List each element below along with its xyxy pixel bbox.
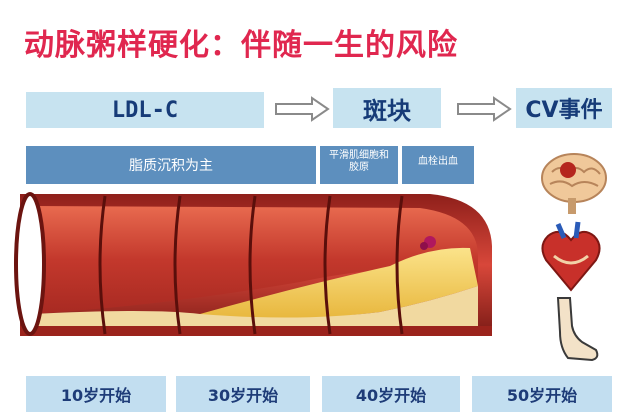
age-label-30: 30岁开始 — [207, 386, 279, 405]
leg-icon — [556, 297, 599, 362]
stage-bar-lipid: 脂质沉积为主 — [26, 146, 316, 184]
arrow-right-icon — [457, 96, 512, 122]
page-title: 动脉粥样硬化：伴随一生的风险 — [24, 28, 458, 63]
age-box-10: 10岁开始 — [26, 376, 166, 412]
flow-step-cv-event: CV事件 — [516, 88, 612, 128]
artery-illustration — [14, 192, 492, 336]
heart-icon — [541, 221, 601, 292]
age-box-50: 50岁开始 — [472, 376, 612, 412]
age-label-10: 10岁开始 — [60, 386, 132, 405]
stage-bar-thrombus: 血栓出血 — [402, 146, 474, 184]
brain-icon — [541, 153, 607, 214]
flow-step-plaque-label: 斑块 — [363, 96, 411, 125]
stage-bar-smooth-muscle: 平滑肌细胞和胶原 — [320, 146, 398, 184]
flow-step-ldl-label: LDL-C — [111, 97, 179, 123]
age-box-30: 30岁开始 — [176, 376, 310, 412]
stage-bar-thrombus-label: 血栓出血 — [418, 156, 458, 167]
age-box-40: 40岁开始 — [322, 376, 460, 412]
age-label-40: 40岁开始 — [355, 386, 427, 405]
arrow-right-icon — [275, 96, 330, 122]
stage-bar-smooth-muscle-label: 平滑肌细胞和胶原 — [329, 150, 389, 173]
flow-step-plaque: 斑块 — [333, 88, 441, 128]
age-label-50: 50岁开始 — [506, 386, 578, 405]
flow-step-cv-label: CV事件 — [525, 98, 603, 123]
flow-step-ldl: LDL-C — [26, 92, 264, 128]
stage-bar-lipid-label: 脂质沉积为主 — [129, 158, 213, 174]
